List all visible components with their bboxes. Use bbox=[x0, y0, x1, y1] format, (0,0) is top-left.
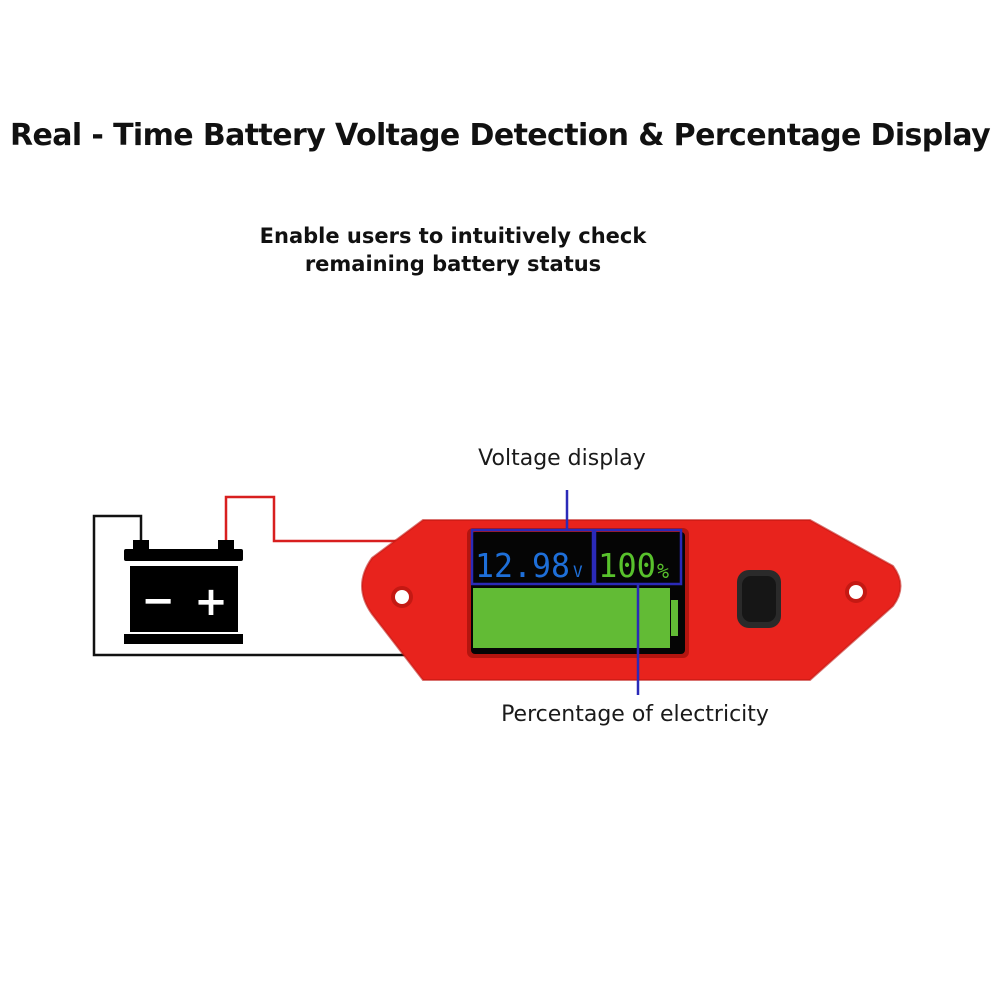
charge-bar-tip bbox=[671, 600, 678, 636]
page-title: Real - Time Battery Voltage Detection & … bbox=[9, 118, 991, 153]
voltage-callout-label: Voltage display bbox=[478, 446, 646, 471]
subtitle-line-2: remaining battery status bbox=[304, 252, 602, 276]
lcd-screen: 12.98 V 100 % bbox=[467, 528, 689, 658]
positive-wire bbox=[224, 495, 420, 548]
subtitle-line-1: Enable users to intuitively check bbox=[259, 224, 647, 248]
negative-wire bbox=[92, 514, 420, 657]
mounting-hole-left bbox=[391, 586, 413, 608]
mode-button[interactable] bbox=[737, 570, 781, 628]
lcd-voltage-value: 12.98 bbox=[475, 546, 570, 585]
mounting-hole-right bbox=[845, 581, 867, 603]
lcd-percent-value: 100 bbox=[598, 546, 656, 585]
battery-icon: − + bbox=[124, 540, 243, 644]
voltage-callout-frame bbox=[470, 528, 595, 586]
battery-plus-sign: + bbox=[194, 579, 228, 625]
lcd-voltage-unit: V bbox=[573, 562, 583, 581]
page-subtitle: Enable users to intuitively check remain… bbox=[0, 222, 906, 278]
lcd-percent-sign: % bbox=[657, 559, 669, 583]
charge-bar-fill bbox=[473, 588, 670, 648]
percentage-callout-label: Percentage of electricity bbox=[501, 702, 769, 727]
battery-minus-sign: − bbox=[141, 578, 175, 624]
